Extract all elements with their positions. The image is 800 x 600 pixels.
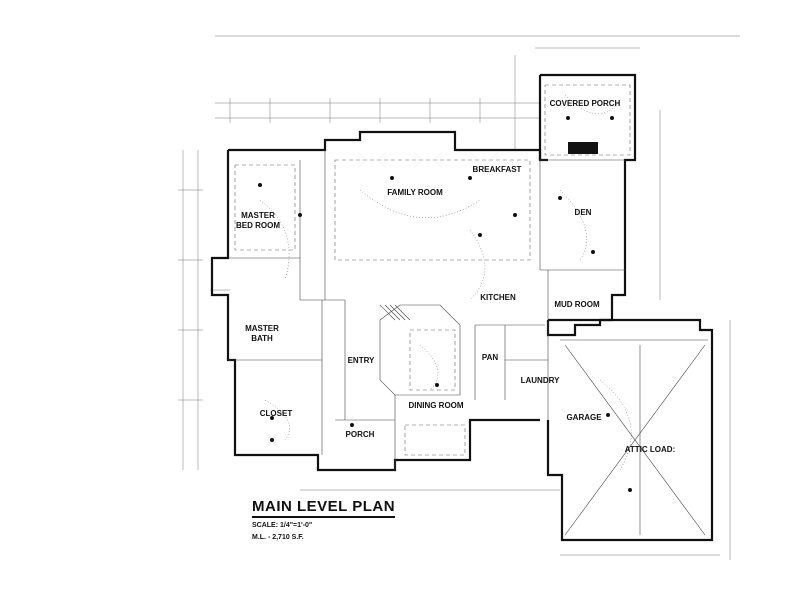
room-label-master-bath-1: MASTER — [245, 324, 279, 333]
room-label-porch: PORCH — [346, 430, 375, 439]
room-label-covered-porch: COVERED PORCH — [550, 99, 621, 108]
room-label-family-room: FAMILY ROOM — [387, 188, 443, 197]
room-label-pan: PAN — [482, 353, 499, 362]
room-label-den: DEN — [575, 208, 592, 217]
interior-walls — [228, 150, 625, 470]
wiring-arcs — [259, 94, 632, 471]
plan-area: M.L. - 2,710 S.F. — [252, 534, 304, 541]
plan-title: MAIN LEVEL PLAN — [252, 498, 396, 518]
room-labels: COVERED PORCH BREAKFAST FAMILY ROOM MAST… — [236, 99, 675, 454]
exterior-walls — [210, 73, 714, 542]
room-label-laundry: LAUNDRY — [521, 376, 560, 385]
dimension-lines — [182, 35, 740, 560]
stair-icon — [379, 304, 411, 321]
ceiling-dash-lines — [234, 84, 631, 456]
room-label-master-bed-1: MASTER — [241, 211, 275, 220]
plan-scale: SCALE: 1/4"=1'-0" — [252, 522, 313, 529]
title-block: MAIN LEVEL PLAN SCALE: 1/4"=1'-0" M.L. -… — [252, 498, 396, 542]
room-label-attic-load: ATTIC LOAD: — [625, 445, 676, 454]
room-label-mud-room: MUD ROOM — [554, 300, 600, 309]
room-label-entry: ENTRY — [348, 356, 375, 365]
light-fixture-icons — [258, 116, 632, 492]
fireplace-icon — [568, 142, 598, 154]
room-label-master-bath-2: BATH — [251, 334, 273, 343]
room-label-master-bed-2: BED ROOM — [236, 221, 280, 230]
room-label-breakfast: BREAKFAST — [473, 165, 522, 174]
room-label-garage: GARAGE — [566, 413, 602, 422]
room-label-kitchen: KITCHEN — [480, 293, 516, 302]
room-label-dining-room: DINING ROOM — [408, 401, 463, 410]
dimension-ticks — [178, 98, 481, 401]
room-label-closet: CLOSET — [260, 409, 293, 418]
